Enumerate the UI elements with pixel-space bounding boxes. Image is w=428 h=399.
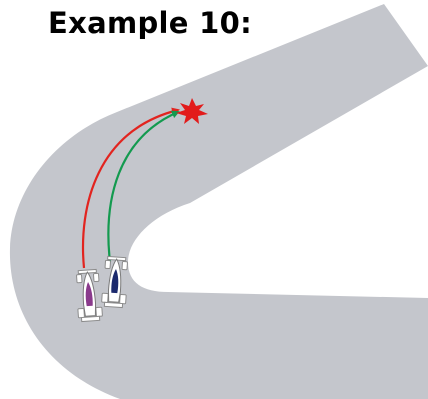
green-trajectory [107,110,180,263]
race-track [9,4,428,399]
race-car-purple [76,268,103,323]
example-title: Example 10: [48,6,253,40]
race-car-navy [101,255,128,309]
red-trajectory [81,107,180,269]
crash-star-icon [176,98,208,124]
